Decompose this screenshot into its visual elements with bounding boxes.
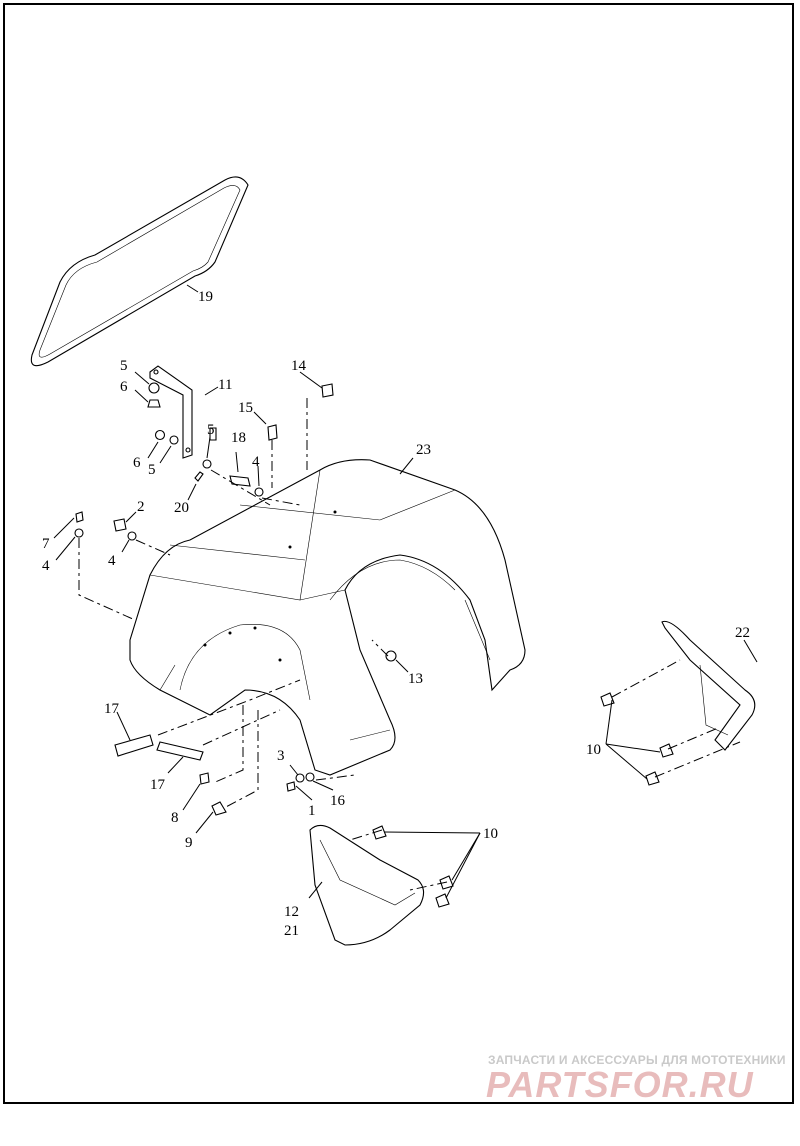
callout-21: 21 (284, 923, 299, 939)
callout-10: 10 (483, 826, 498, 842)
callout-16: 16 (330, 793, 346, 809)
callout-4: 4 (42, 558, 50, 574)
callout-labels: 19 5 6 11 6 5 5 15 18 4 20 2 4 7 4 14 23… (42, 289, 750, 939)
hardware-parts (74, 382, 674, 908)
callout-7: 7 (42, 536, 50, 552)
callout-5: 5 (148, 462, 156, 478)
side-bracket-part (661, 620, 756, 751)
assembly-lines (78, 398, 741, 891)
strip-parts (114, 734, 204, 761)
callout-8: 8 (171, 810, 179, 826)
callout-15: 15 (238, 400, 253, 416)
callout-5: 5 (120, 358, 128, 374)
callout-19: 19 (198, 289, 213, 305)
leader-lines (53, 284, 758, 899)
rear-fender-part (129, 459, 526, 776)
callout-17: 17 (104, 701, 120, 717)
callout-17: 17 (150, 777, 166, 793)
callout-18: 18 (231, 430, 246, 446)
callout-22: 22 (735, 625, 750, 641)
bracket-part (149, 365, 193, 459)
callout-14: 14 (291, 358, 307, 374)
callout-4: 4 (252, 454, 260, 470)
callout-13: 13 (408, 671, 423, 687)
callout-11: 11 (218, 377, 232, 393)
gasket-seal-part (30, 176, 249, 367)
callout-2: 2 (137, 499, 145, 515)
callout-12: 12 (284, 904, 299, 920)
callout-20: 20 (174, 500, 189, 516)
drawing-border (3, 3, 794, 1104)
callout-1: 1 (308, 803, 316, 819)
callout-23: 23 (416, 442, 431, 458)
callout-4: 4 (108, 553, 116, 569)
watermark-subtitle: ЗАПЧАСТИ И АКСЕССУАРЫ ДЛЯ МОТОТЕХНИКИ (488, 1053, 786, 1067)
callout-5: 5 (207, 422, 215, 438)
callout-3: 3 (277, 748, 285, 764)
callout-9: 9 (185, 835, 193, 851)
callout-10: 10 (586, 742, 601, 758)
watermark-logo: PARTSFOR.RU (486, 1064, 754, 1105)
side-panel-part (309, 824, 425, 946)
callout-6: 6 (133, 455, 141, 471)
callout-6: 6 (120, 379, 128, 395)
